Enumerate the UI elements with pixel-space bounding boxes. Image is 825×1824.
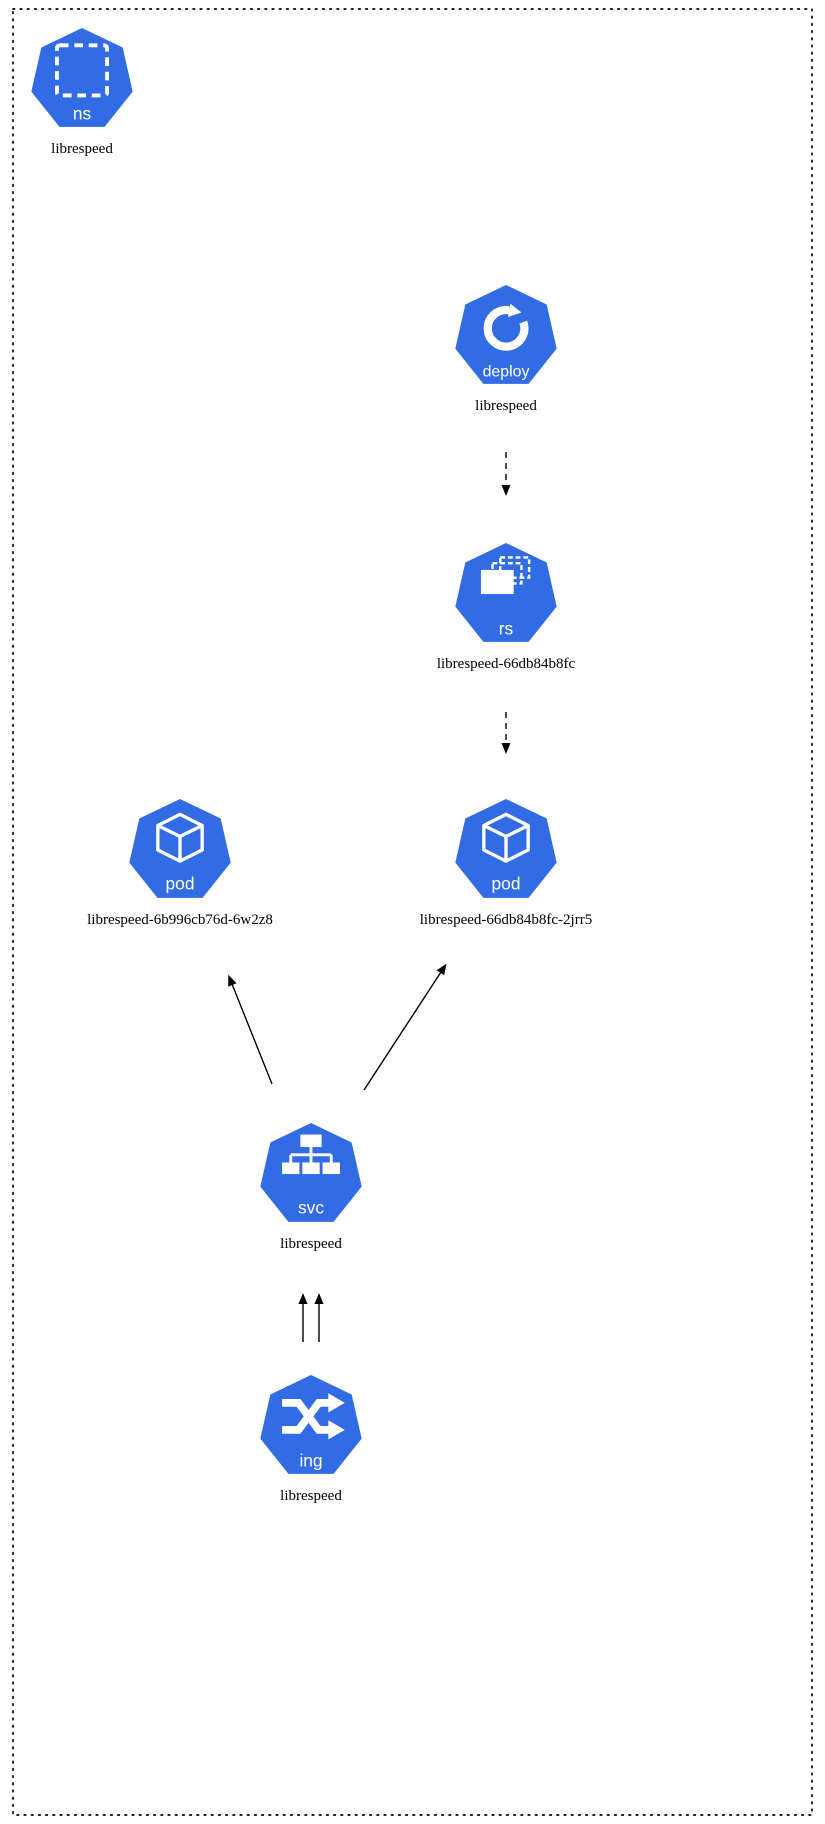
service-icon: svc: [260, 1122, 362, 1222]
deployment-kind-label: deploy: [483, 364, 530, 381]
namespace-label: librespeed: [51, 141, 113, 157]
namespace-kind-label: ns: [73, 104, 92, 124]
node-pod-left: pod librespeed-6b996cb76d-6w2z8: [60, 798, 300, 929]
ingress-label: librespeed: [280, 1488, 342, 1504]
node-pod-right: pod librespeed-66db84b8fc-2jrr5: [386, 798, 626, 929]
ingress-kind-label: ing: [299, 1451, 322, 1471]
replicaset-icon: rs: [455, 542, 557, 642]
namespace-icon: ns: [31, 27, 133, 127]
pod-icon: pod: [455, 798, 557, 898]
pod-kind-label: pod: [492, 874, 521, 894]
node-namespace: ns librespeed: [0, 27, 202, 158]
edge-svc-to-pod-right: [363, 963, 447, 1091]
replicaset-label: librespeed-66db84b8fc: [436, 656, 576, 672]
edge-svc-to-pod-left: [228, 974, 273, 1085]
node-replicaset: rs librespeed-66db84b8fc: [386, 542, 626, 673]
network-tree-glyph: [282, 1134, 340, 1175]
deployment-icon: deploy: [455, 284, 557, 384]
replicaset-glyph: [480, 556, 531, 595]
node-deployment: deploy librespeed: [386, 284, 626, 415]
cube-glyph: [156, 812, 204, 863]
pod-right-label: librespeed-66db84b8fc-2jrr5: [419, 912, 593, 928]
ingress-icon: ing: [260, 1374, 362, 1474]
node-service: svc librespeed: [191, 1122, 431, 1253]
service-label: librespeed: [280, 1236, 342, 1252]
pod-icon: pod: [129, 798, 231, 898]
pod-kind-label: pod: [166, 874, 195, 894]
deployment-glyph: [483, 303, 529, 351]
replicaset-kind-label: rs: [499, 619, 514, 639]
node-ingress: ing librespeed: [191, 1374, 431, 1505]
namespace-glyph: [55, 43, 109, 98]
service-kind-label: svc: [298, 1198, 324, 1218]
deployment-label: librespeed: [475, 398, 537, 414]
crossing-arrows-glyph: [282, 1393, 345, 1440]
pod-left-label: librespeed-6b996cb76d-6w2z8: [87, 912, 273, 928]
cube-glyph: [482, 812, 530, 863]
